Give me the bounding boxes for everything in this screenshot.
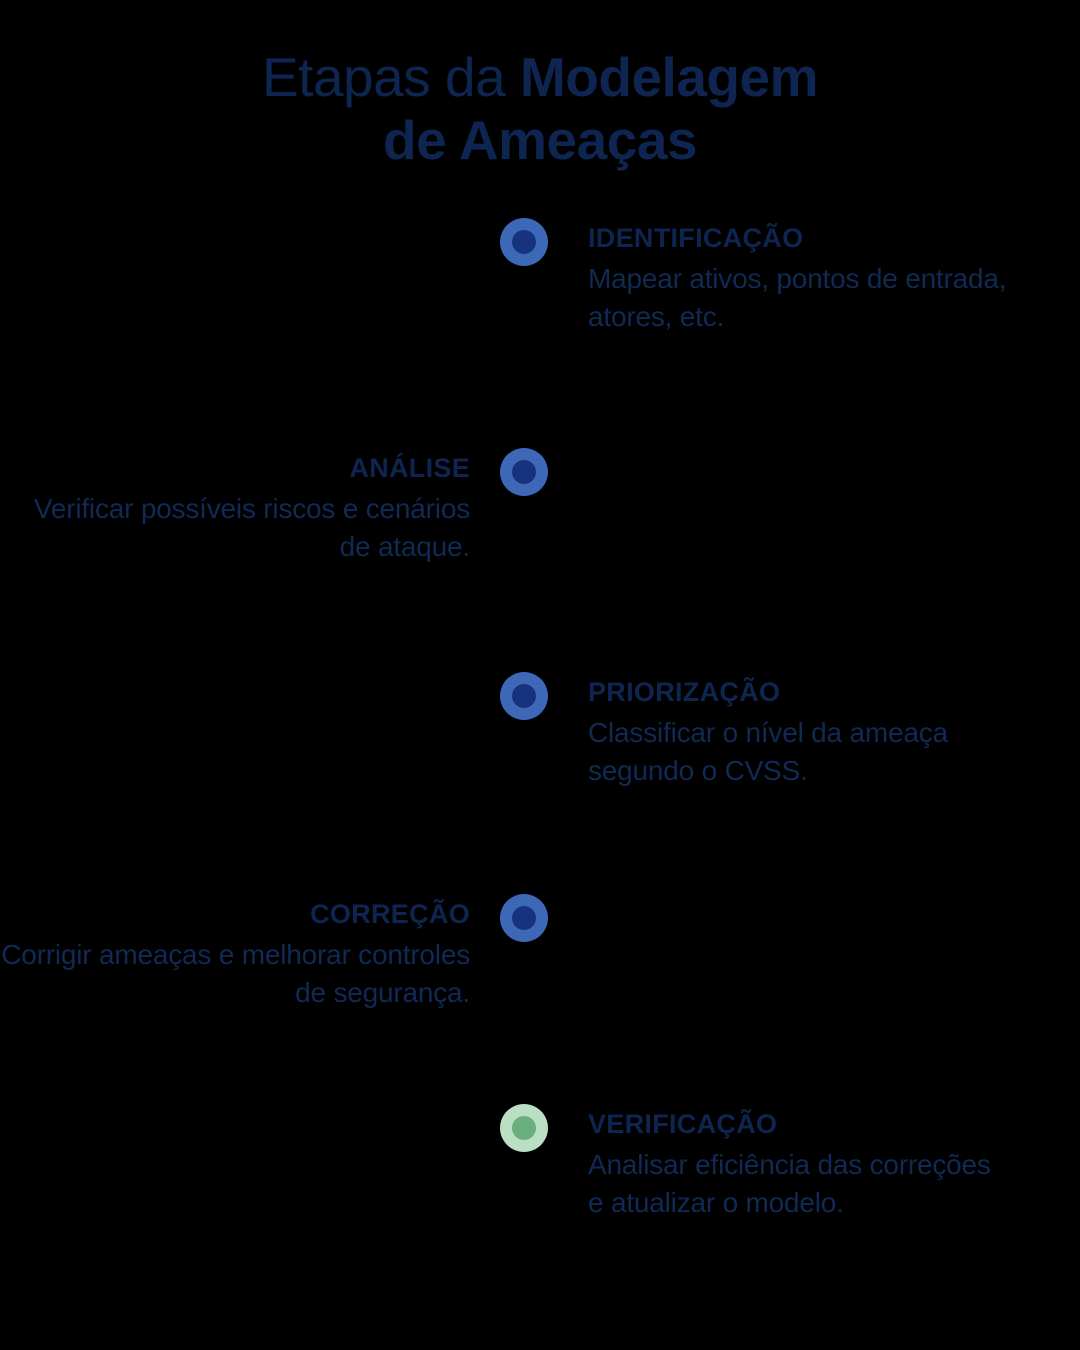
timeline-step-verificacao: VERIFICAÇÃO Analisar eficiência das corr… xyxy=(0,1094,1080,1314)
step-description: Classificar o nível da ameaça segundo o … xyxy=(588,717,948,787)
step-label: ANÁLISE xyxy=(349,453,470,483)
steps-timeline: IDENTIFICAÇÃO Mapear ativos, pontos de e… xyxy=(0,200,1080,1314)
step-description: Mapear ativos, pontos de entrada, atores… xyxy=(588,263,1007,333)
step-description: Verificar possíveis riscos e cenários de… xyxy=(33,493,470,563)
step-description: Analisar eficiência das correções e atua… xyxy=(588,1149,991,1219)
timeline-step-priorizacao: PRIORIZAÇÃO Classificar o nível da ameaç… xyxy=(0,650,1080,872)
step-label: CORREÇÃO xyxy=(310,899,470,929)
page-title: Etapas da Modelagem de Ameaças xyxy=(0,46,1080,173)
timeline-step-correcao: CORREÇÃO Corrigir ameaças e melhorar con… xyxy=(0,872,1080,1094)
step-content-analise: ANÁLISE Verificar possíveis riscos e cen… xyxy=(0,446,470,567)
marker-outer-circle xyxy=(500,1104,548,1152)
step-marker-identificacao xyxy=(500,218,548,266)
step-content-priorizacao: PRIORIZAÇÃO Classificar o nível da ameaç… xyxy=(588,670,1008,791)
step-marker-analise xyxy=(500,448,548,496)
step-content-correcao: CORREÇÃO Corrigir ameaças e melhorar con… xyxy=(0,892,470,1013)
step-marker-verificacao xyxy=(500,1104,548,1152)
step-description: Corrigir ameaças e melhorar controles de… xyxy=(1,939,470,1009)
marker-inner-circle xyxy=(512,906,536,930)
step-label: PRIORIZAÇÃO xyxy=(588,677,781,707)
step-label: VERIFICAÇÃO xyxy=(588,1109,778,1139)
step-content-verificacao: VERIFICAÇÃO Analisar eficiência das corr… xyxy=(588,1102,1008,1223)
marker-inner-circle xyxy=(512,1116,536,1140)
marker-inner-circle xyxy=(512,460,536,484)
timeline-step-analise: ANÁLISE Verificar possíveis riscos e cen… xyxy=(0,428,1080,650)
page-title-line2: de Ameaças xyxy=(383,109,698,172)
marker-outer-circle xyxy=(500,448,548,496)
step-marker-priorizacao xyxy=(500,672,548,720)
page-title-line1-bold: Modelagem xyxy=(519,46,819,108)
step-content-identificacao: IDENTIFICAÇÃO Mapear ativos, pontos de e… xyxy=(588,216,1008,337)
marker-outer-circle xyxy=(500,672,548,720)
timeline-step-identificacao: IDENTIFICAÇÃO Mapear ativos, pontos de e… xyxy=(0,200,1080,428)
marker-inner-circle xyxy=(512,684,536,708)
page-title-line1-regular: Etapas da xyxy=(261,46,520,108)
step-marker-correcao xyxy=(500,894,548,942)
marker-inner-circle xyxy=(512,230,536,254)
marker-outer-circle xyxy=(500,894,548,942)
step-label: IDENTIFICAÇÃO xyxy=(588,223,804,253)
marker-outer-circle xyxy=(500,218,548,266)
